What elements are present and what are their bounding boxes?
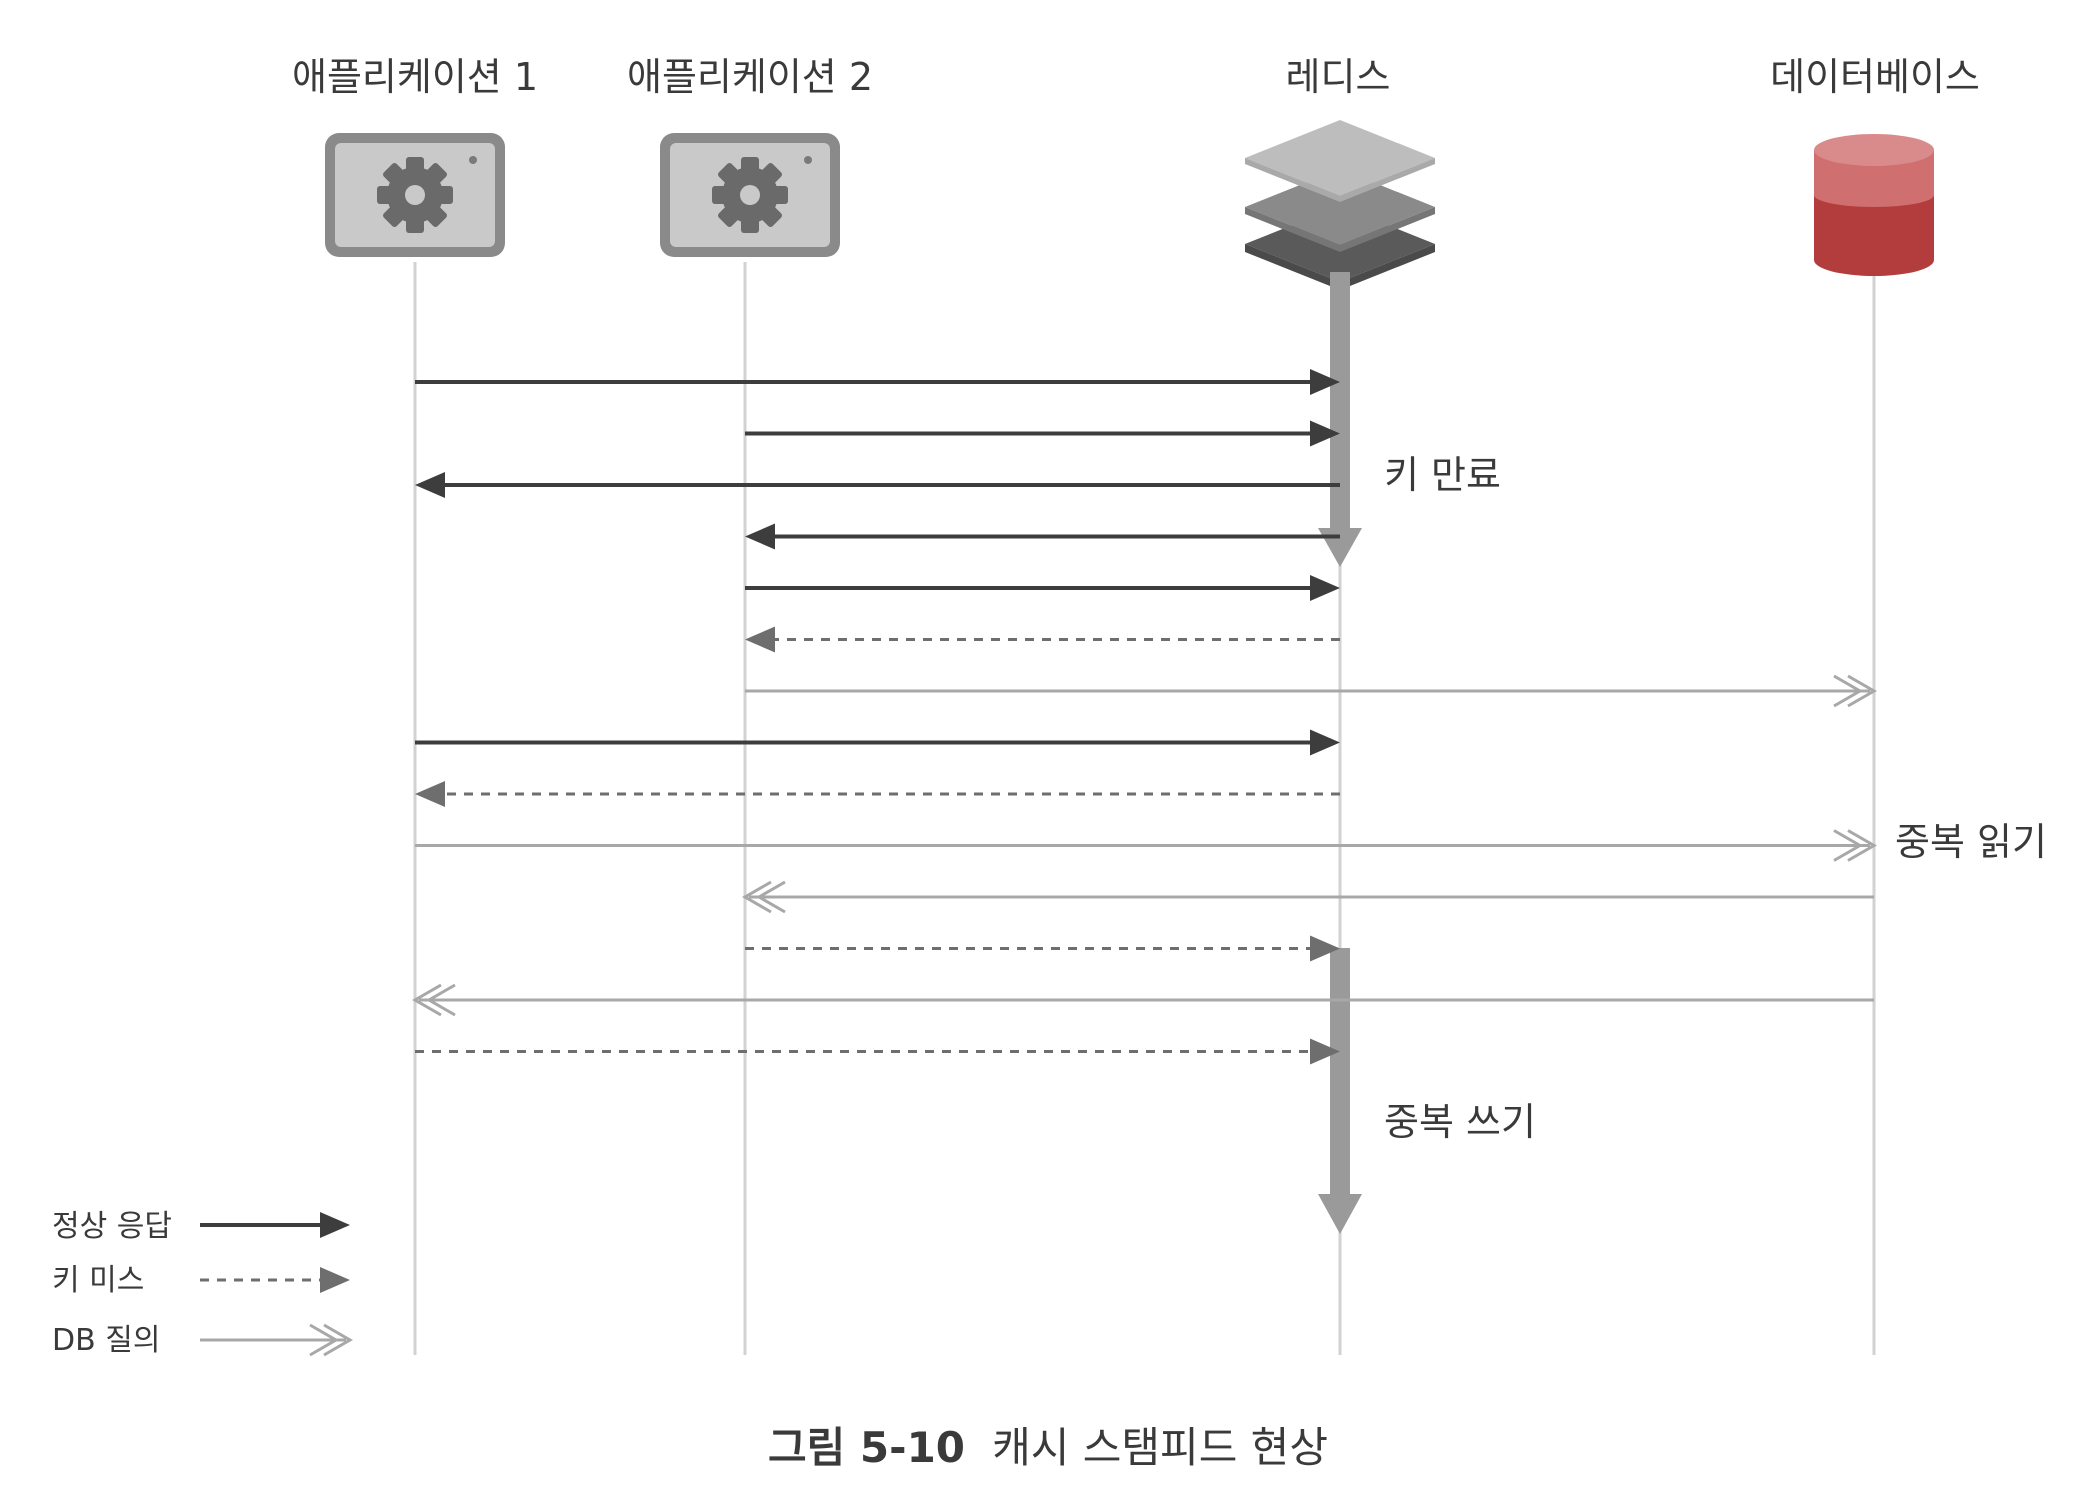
legend-marks (200, 1212, 354, 1357)
participant-label-app1: 애플리케이션 1 (292, 55, 538, 99)
caption-figure-number: 그림 5-10 (768, 1423, 965, 1472)
application-gear-icon (325, 133, 505, 257)
message-arrow-db (741, 880, 1874, 914)
application-gear-icon (660, 133, 840, 257)
message-arrow-miss (745, 626, 1340, 653)
redis-activation-expire (1318, 272, 1362, 567)
message-arrow-miss (415, 1038, 1340, 1065)
message-arrow-normal (415, 369, 1340, 395)
legend-arrow-normal (200, 1212, 350, 1238)
message-arrow-normal (415, 729, 1340, 756)
message-arrow-db (745, 674, 1878, 708)
message-arrow-db (411, 983, 1874, 1017)
lifelines (413, 262, 1876, 1355)
annotation-dup-read: 중복 읽기 (1895, 820, 2047, 864)
redis-activation-write (1318, 948, 1362, 1234)
annotation-key-expire: 키 만료 (1384, 453, 1501, 497)
message-arrow-miss (745, 935, 1340, 962)
legend-arrow-miss (200, 1267, 350, 1293)
message-arrow-miss (415, 781, 1340, 807)
legend: 정상 응답 키 미스 DB 질의 (52, 1209, 354, 1358)
message-arrow-normal (415, 472, 1340, 498)
redis-layers-icon (1245, 120, 1435, 290)
figure-caption: 그림 5-10 캐시 스탬피드 현상 (768, 1423, 1328, 1472)
message-arrow-normal (745, 523, 1340, 550)
legend-label-db: DB 질의 (52, 1323, 160, 1358)
legend-label-normal: 정상 응답 (52, 1209, 172, 1244)
participant-label-redis: 레디스 (1286, 55, 1391, 99)
message-arrow-normal (745, 420, 1340, 447)
legend-label-miss: 키 미스 (52, 1263, 144, 1298)
messages (411, 369, 1878, 1065)
participant-label-app2: 애플리케이션 2 (627, 55, 873, 99)
participant-label-db: 데이터베이스 (1770, 55, 1980, 99)
annotation-dup-write: 중복 쓰기 (1384, 1100, 1536, 1144)
message-arrow-normal (745, 575, 1340, 601)
caption-title: 캐시 스탬피드 현상 (992, 1423, 1328, 1472)
database-cylinder-icon (1814, 134, 1934, 276)
message-arrow-db (415, 829, 1878, 862)
legend-arrow-db (200, 1323, 354, 1357)
